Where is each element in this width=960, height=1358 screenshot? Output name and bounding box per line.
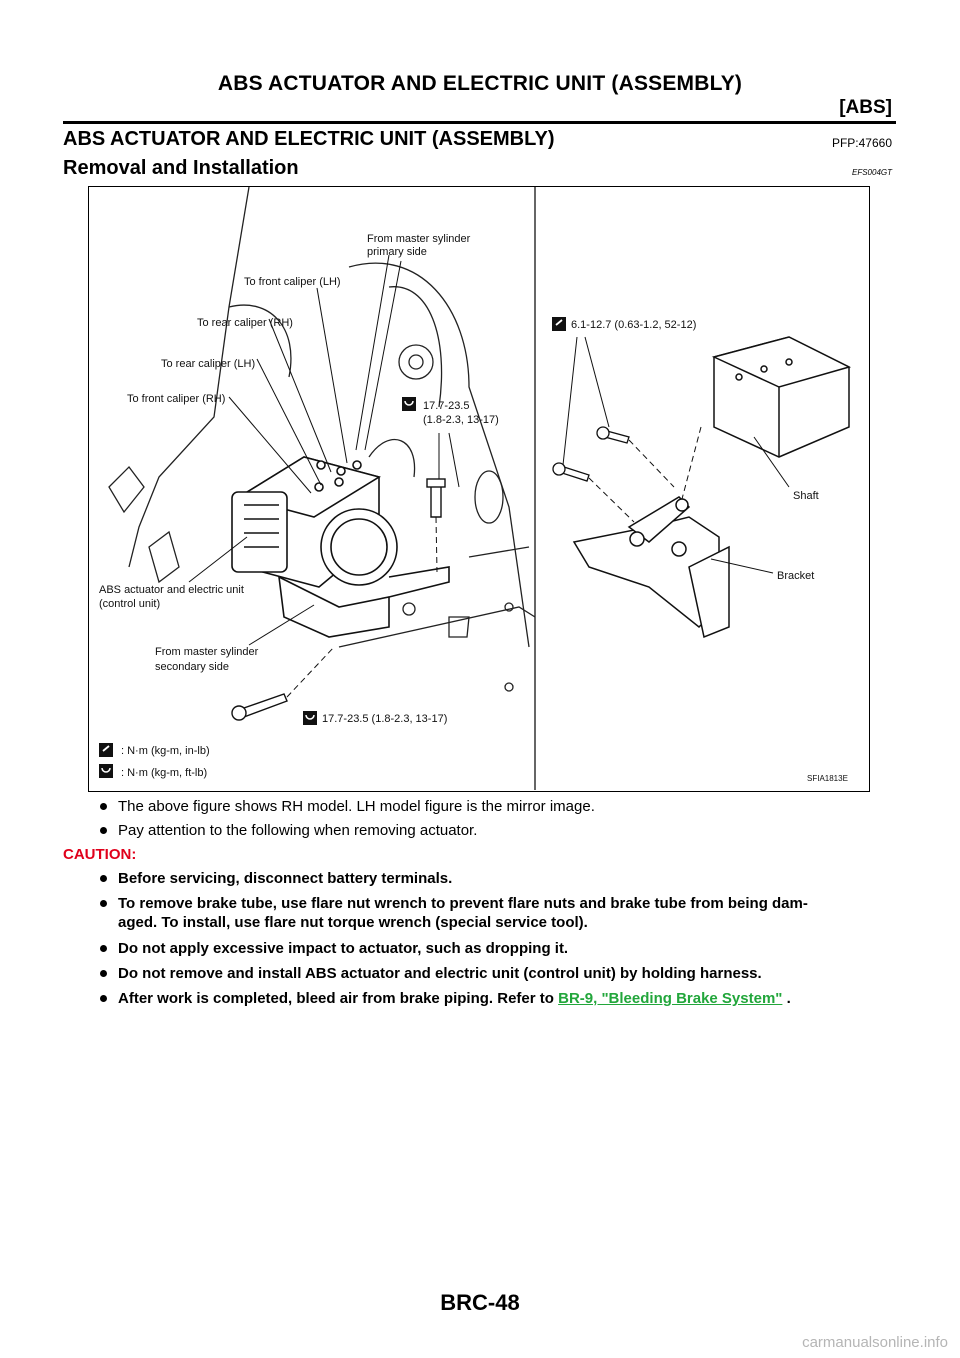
label-torque-upper-1: 17.7-23.5 <box>423 400 469 412</box>
label-bracket: Bracket <box>777 570 814 582</box>
page-number: BRC-48 <box>440 1290 520 1315</box>
bullet-icon <box>100 945 107 952</box>
label-shaft: Shaft <box>793 490 819 502</box>
bullet-icon <box>100 875 107 882</box>
label-master-secondary-2: secondary side <box>155 661 229 673</box>
legend-icon-inlb <box>99 743 113 757</box>
bullet-icon <box>100 900 107 907</box>
label-actuator-2: (control unit) <box>99 598 160 610</box>
torque-icon-lower <box>303 711 317 725</box>
header-rule <box>63 121 896 124</box>
installation-figure: From master sylinder primary side To fro… <box>88 186 870 792</box>
figure-drawing: From master sylinder primary side To fro… <box>99 187 852 790</box>
label-torque-lower: 17.7-23.5 (1.8-2.3, 13-17) <box>322 713 447 725</box>
torque-icon-bracket <box>552 317 566 331</box>
bullet-icon <box>100 803 107 810</box>
caution-label: CAUTION: <box>63 846 137 863</box>
body-panel-drawing <box>108 187 536 692</box>
watermark: carmanualsonline.info <box>802 1334 948 1351</box>
label-torque-upper-2: (1.8-2.3, 13-17) <box>423 414 499 426</box>
section-title: ABS ACTUATOR AND ELECTRIC UNIT (ASSEMBLY… <box>63 128 555 150</box>
running-header-title: ABS ACTUATOR AND ELECTRIC UNIT (ASSEMBLY… <box>217 72 743 95</box>
label-front-caliper-lh: To front caliper (LH) <box>244 276 341 288</box>
figure-code: SFIA1813E <box>807 774 848 783</box>
document-code: EFS004GT <box>851 168 892 177</box>
label-master-primary-1: From master sylinder <box>367 233 471 245</box>
bullet-icon <box>100 995 107 1002</box>
bullet-icon <box>100 827 107 834</box>
torque-icon-upper <box>402 397 416 411</box>
label-front-caliper-rh: To front caliper (RH) <box>127 393 225 405</box>
legend-icon-ftlb <box>99 764 113 778</box>
label-actuator-1: ABS actuator and electric unit <box>99 584 244 596</box>
abs-actuator-drawing <box>231 456 450 638</box>
bullet-icon <box>100 970 107 977</box>
label-torque-bracket: 6.1-12.7 (0.63-1.2, 52-12) <box>571 319 696 331</box>
legend-inlb: : N·m (kg-m, in-lb) <box>121 745 210 757</box>
label-rear-caliper-lh: To rear caliper (LH) <box>161 358 255 370</box>
bleeding-brake-system-link[interactable]: BR-9, "Bleeding Brake System" <box>558 990 783 1007</box>
subsection-title: Removal and Installation <box>63 157 299 179</box>
part-number: PFP:47660 <box>831 136 892 150</box>
bolt-drawings <box>231 478 446 721</box>
label-rear-caliper-rh: To rear caliper (RH) <box>197 317 293 329</box>
legend-ftlb: : N·m (kg-m, ft-lb) <box>121 767 207 779</box>
actuator-bracket-drawing <box>572 336 852 639</box>
section-tag: [ABS] <box>839 97 892 118</box>
label-master-secondary-1: From master sylinder <box>155 646 259 658</box>
label-master-primary-2: primary side <box>367 246 427 258</box>
